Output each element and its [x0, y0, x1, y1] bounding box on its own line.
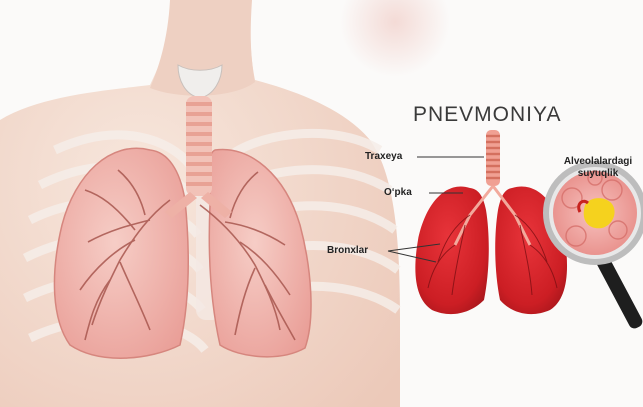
magnifier-icon [546, 164, 643, 330]
label-alveoli-line2: suyuqlik [578, 168, 619, 179]
label-alveoli-line1: Alveolalardagi [564, 156, 632, 167]
label-trachea: Traxeya [365, 151, 402, 162]
background-faded-circle [340, 0, 450, 77]
trachea-red [486, 130, 500, 186]
diagram-title: PNEVMONIYA [413, 103, 561, 127]
label-lung: O‘pka [384, 187, 412, 198]
label-alveoli-fluid: Alveolalardagi suyuqlik [558, 156, 638, 180]
label-bronchi: Bronxlar [327, 245, 368, 256]
